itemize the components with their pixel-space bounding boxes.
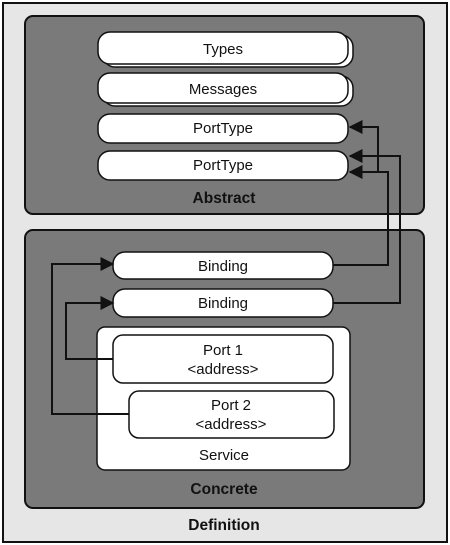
types-item: Types [97,31,354,68]
porttype-item-1: PortType [97,113,349,144]
port-name-1: Port 1 [203,342,243,359]
port-address-2: <address> [196,416,267,433]
binding-label-2: Binding [198,295,248,312]
messages-item: Messages [97,72,354,107]
binding-label-1: Binding [198,258,248,275]
port-address-1: <address> [188,361,259,378]
port-name-2: Port 2 [211,397,251,414]
porttype-item-2: PortType [97,150,349,181]
binding-item-2: Binding [112,288,334,318]
messages-label: Messages [189,81,257,98]
abstract-label: Abstract [193,190,256,207]
types-label: Types [203,41,243,58]
connector-binding1-porttype2 [333,165,389,266]
connector-port2-binding1 [51,257,129,415]
concrete-label: Concrete [190,481,258,498]
connector-binding2-porttype1 [333,149,401,304]
porttype-label-2: PortType [193,157,253,174]
port-item-2: Port 2 <address> [128,390,335,439]
connector-to-porttype1 [348,120,379,172]
connector-port1-binding2 [65,296,115,360]
service-label: Service [199,447,249,464]
definition-label: Definition [188,517,259,534]
binding-item-1: Binding [112,251,334,280]
porttype-label-1: PortType [193,120,253,137]
port-item-1: Port 1 <address> [112,334,334,384]
